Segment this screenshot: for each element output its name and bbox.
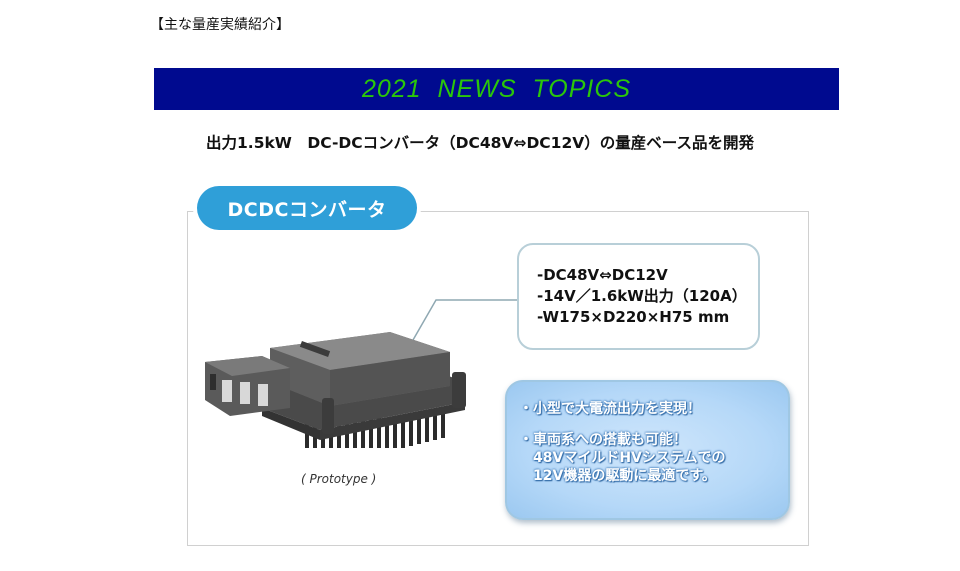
- feature-callout: ・小型で大電流出力を実現！ ・車両系への搭載も可能！ 48VマイルドHVシステム…: [505, 380, 790, 520]
- spec-line: -DC48V⇔DC12V: [537, 266, 668, 284]
- product-label: DCDCコンバータ: [227, 198, 387, 221]
- news-banner: 2021 NEWS TOPICS: [154, 68, 839, 110]
- image-caption: ( Prototype ): [301, 472, 377, 486]
- converter-prototype-image: [205, 332, 466, 448]
- headline: 出力1.5kW DC-DCコンバータ（DC48V⇔DC12V）の量産ベース品を開…: [206, 134, 754, 152]
- feature-item: ・車両系への搭載も可能！: [519, 431, 788, 449]
- section-title: 【主な量産実績紹介】: [150, 17, 290, 33]
- product-label-pill: DCDCコンバータ: [197, 186, 417, 230]
- spec-line: -14V／1.6kW出力（120A）: [537, 287, 747, 305]
- bullet: ・: [519, 432, 533, 448]
- feature-text: 48VマイルドHVシステムでの: [533, 450, 726, 466]
- feature-item: ・小型で大電流出力を実現！: [519, 400, 788, 418]
- spec-callout: -DC48V⇔DC12V -14V／1.6kW出力（120A） -W175×D2…: [517, 243, 760, 350]
- banner-title: 2021 NEWS TOPICS: [361, 74, 632, 103]
- feature-text: 12V機器の駆動に最適です。: [533, 468, 716, 484]
- bullet: ・: [519, 401, 533, 417]
- spec-line: -W175×D220×H75 mm: [537, 308, 730, 326]
- feature-text: 小型で大電流出力を実現！: [533, 401, 701, 417]
- feature-text: 車両系への搭載も可能！: [533, 432, 687, 448]
